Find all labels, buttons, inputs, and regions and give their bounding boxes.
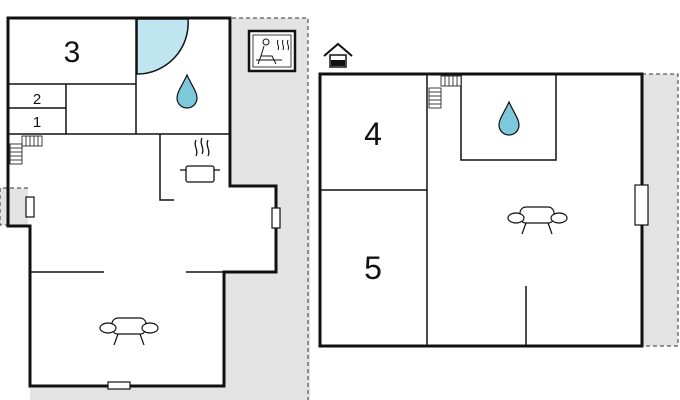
room-label-1: 1 — [33, 114, 41, 131]
window-icon — [107, 381, 131, 390]
terrace-right-middle — [276, 186, 310, 272]
terrace-outline-upper — [642, 73, 679, 347]
terrace-bottom — [30, 386, 224, 400]
house-floor-icon — [323, 42, 353, 68]
terrace-left — [0, 188, 28, 225]
window-icon — [271, 207, 281, 229]
water-drop-icon — [176, 73, 198, 109]
window-icon — [25, 196, 35, 218]
staircase-icon — [9, 135, 43, 165]
sofa-icon — [99, 317, 159, 346]
shower-icon — [136, 18, 189, 75]
terrace-outline-right — [232, 17, 309, 400]
water-drop-icon — [498, 100, 520, 136]
wall-kitchen-left — [159, 134, 174, 201]
cooking-pot-icon — [180, 137, 220, 183]
window-icon — [634, 184, 649, 226]
room-label-4: 4 — [364, 116, 382, 152]
room-label-3: 3 — [64, 36, 81, 69]
ground-floor: 3 2 1 — [0, 16, 310, 400]
upper-floor-outer-wall — [318, 72, 644, 348]
terrace-right-lower — [224, 272, 310, 400]
upper-floor: 4 5 — [318, 42, 679, 348]
upper-bathroom — [460, 73, 557, 161]
sofa-icon — [507, 206, 568, 235]
staircase-icon — [428, 75, 462, 109]
room-label-5: 5 — [364, 250, 382, 286]
room-label-2: 2 — [33, 91, 41, 108]
sauna-icon — [247, 29, 297, 73]
